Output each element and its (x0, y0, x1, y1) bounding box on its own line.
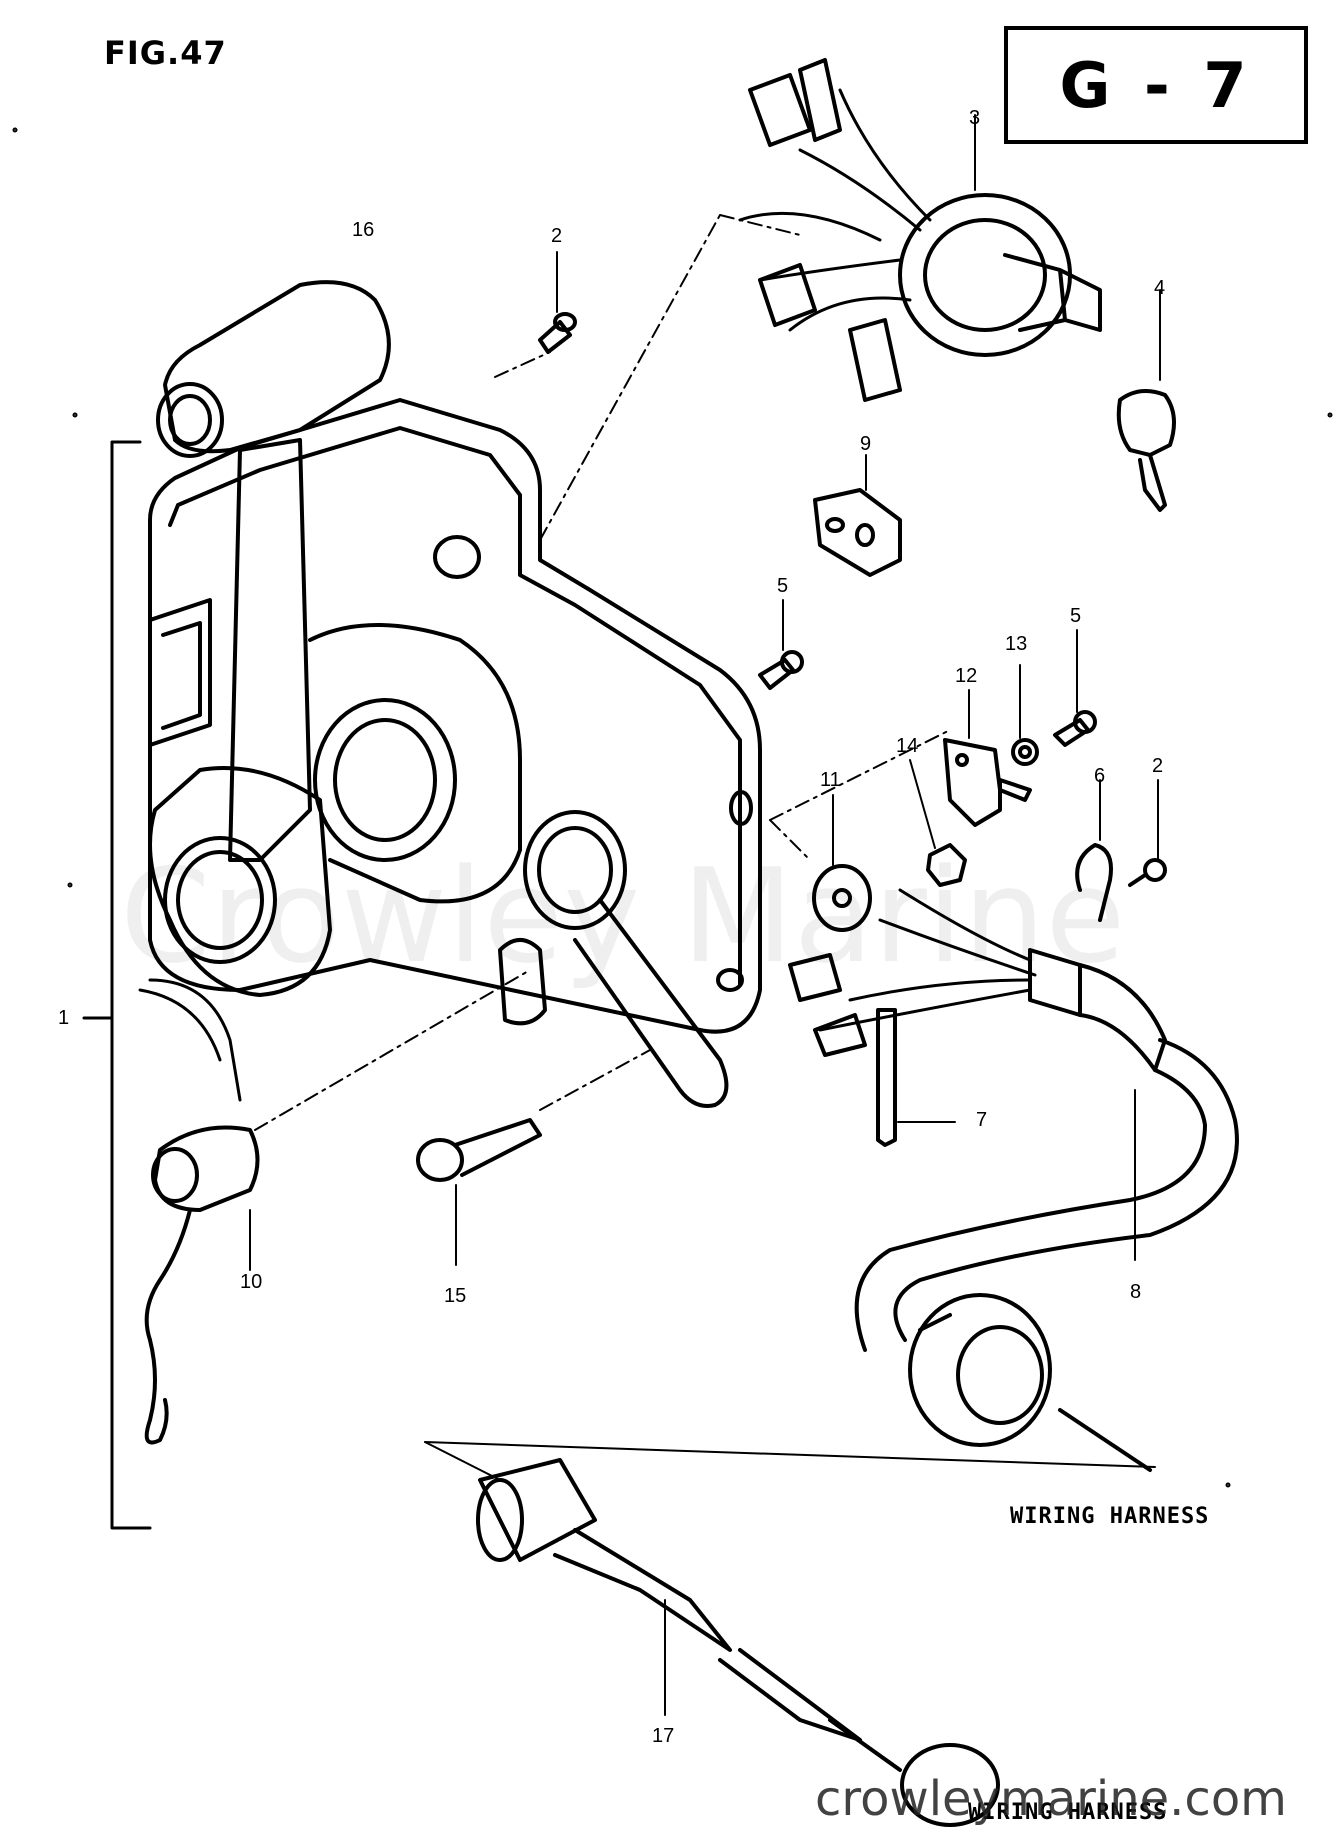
ignition-switch (738, 58, 1102, 402)
screw-2a (538, 251, 577, 354)
callout-11: 11 (820, 769, 841, 791)
callout-4: 4 (1154, 277, 1166, 299)
control-box-housing (148, 398, 762, 1034)
callout-10: 10 (240, 1271, 263, 1293)
section-code: G - 7 (1059, 48, 1253, 122)
figure-label: FIG.47 (104, 34, 227, 72)
wiring-harness-caption: WIRING HARNESS (968, 1800, 1168, 1825)
stop-switch-10 (138, 978, 260, 1445)
callout-5: 5 (777, 575, 789, 597)
callout-7: 7 (976, 1109, 988, 1131)
callout-2: 2 (551, 225, 563, 247)
assembly-bracket (82, 440, 152, 1530)
bolt-15 (416, 1118, 542, 1266)
section-code-box: G - 7 (1004, 26, 1308, 144)
cable-tie-7 (876, 1008, 956, 1147)
wiring-harness-caption: WIRING HARNESS (1010, 1504, 1210, 1529)
extension-harness-17 (424, 1441, 1156, 1827)
clip-6 (1075, 779, 1113, 922)
callout-8: 8 (1130, 1281, 1142, 1303)
callout-14: 14 (896, 735, 919, 757)
retainer-plate (813, 454, 902, 577)
callout-1: 1 (58, 1007, 70, 1029)
harness-cable-8 (788, 888, 1239, 1472)
screw-2b (1128, 779, 1167, 887)
callout-2: 2 (1152, 755, 1164, 777)
callout-17: 17 (652, 1725, 675, 1747)
key (1116, 289, 1176, 512)
control-lever (148, 280, 391, 997)
callout-15: 15 (444, 1285, 467, 1307)
callout-6: 6 (1094, 765, 1106, 787)
watermark-text: Crowley Marine (120, 840, 1126, 992)
callout-13: 13 (1005, 633, 1028, 655)
screw-5a (758, 599, 804, 690)
washer-13 (1011, 664, 1039, 766)
nut-14 (909, 759, 967, 887)
callout-9: 9 (860, 433, 872, 455)
screw-5b (1053, 629, 1097, 747)
grommet-11 (812, 794, 872, 932)
callout-3: 3 (969, 107, 981, 129)
side-boss (498, 938, 547, 1026)
callout-12: 12 (955, 665, 978, 687)
callout-5: 5 (1070, 605, 1082, 627)
throttle-lever (523, 810, 729, 1108)
bracket-12 (943, 689, 1032, 827)
callout-16: 16 (352, 219, 375, 241)
watermark-url: crowleymarine.com (815, 1771, 1287, 1827)
